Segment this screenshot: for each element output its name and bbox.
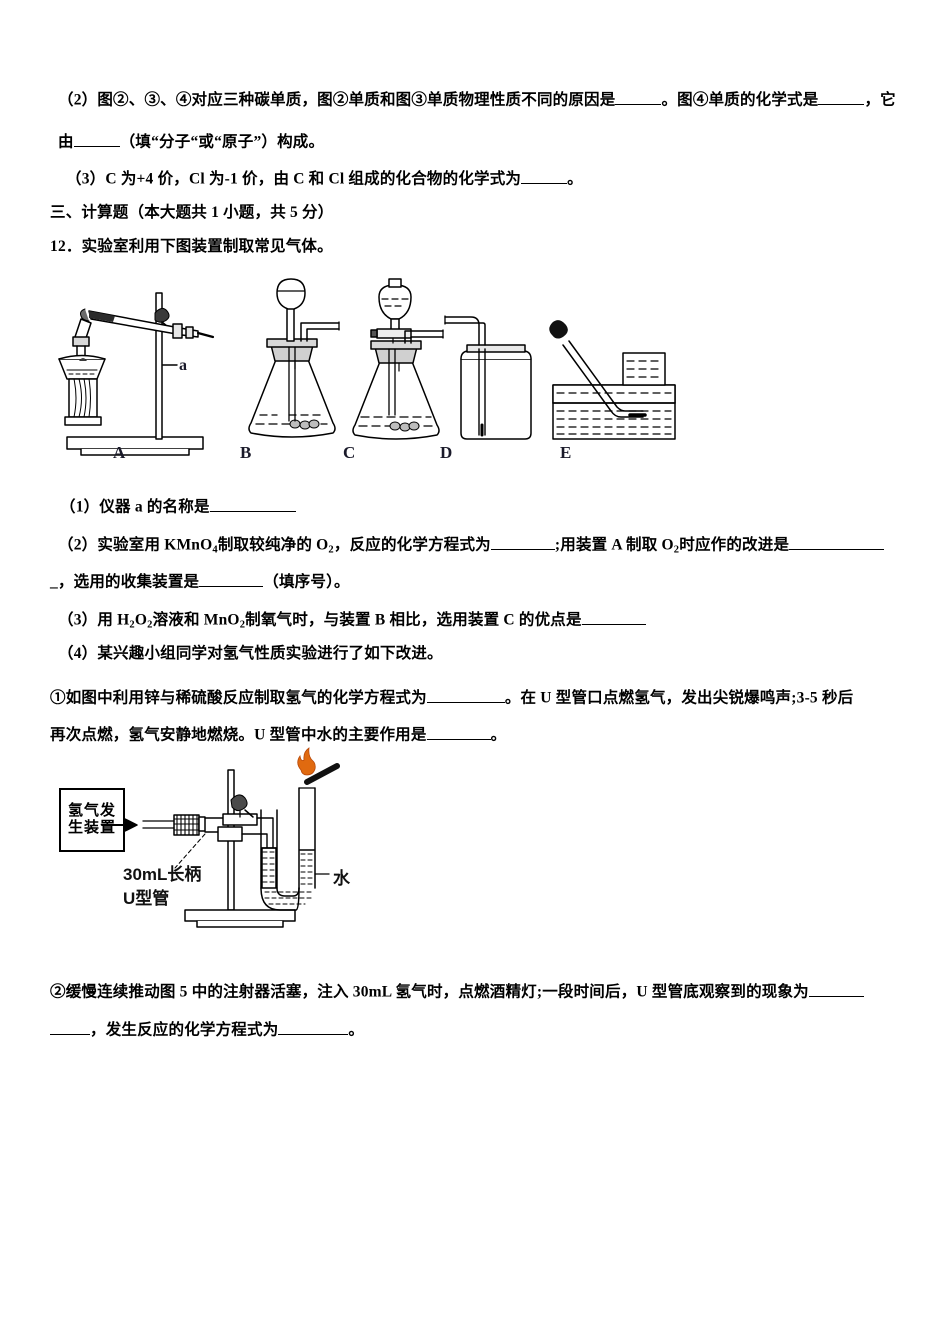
hydrogen-experiment-svg [101, 747, 340, 928]
q2-line2-pre: 由 [58, 133, 74, 151]
u-tube-label-line-1: 30mL长柄 [123, 865, 202, 884]
answer-blank[interactable] [73, 130, 120, 147]
question-3-line: （3）C 为+4 价，Cl 为-1 价，由 C 和 Cl 组成的化合物的化学式为… [66, 167, 583, 189]
section-heading: 三、计算题（本大题共 1 小题，共 5 分） [50, 204, 334, 221]
item2-line2-b: 。 [348, 1021, 365, 1039]
answer-blank[interactable] [615, 88, 662, 105]
hydrogen-generator-box: 氢气发生装置 [59, 788, 125, 852]
apparatus-d [444, 315, 532, 440]
p2-c: ，反应的化学方程式为 [333, 536, 491, 554]
pointer-label-a: a [179, 357, 187, 374]
p3-c: 溶液和 MnO [152, 611, 240, 629]
flame-icon [297, 747, 316, 776]
apparatus-label-b: B [240, 443, 252, 462]
item1-line2-b: 。 [490, 726, 507, 744]
answer-blank[interactable] [818, 88, 865, 105]
apparatus-svg [58, 278, 676, 456]
p1-text: （1）仪器 a 的名称是 [60, 498, 210, 516]
apparatus-a [58, 292, 215, 456]
answer-blank[interactable] [426, 686, 505, 703]
answer-blank[interactable] [426, 723, 491, 740]
p3-a: （3）用 H [58, 611, 130, 629]
q3-text: （3）C 为+4 价，Cl 为-1 价，由 C 和 Cl 组成的化合物的化学式为 [66, 170, 522, 188]
item1-a: ①如图中利用锌与稀硫酸反应制取氢气的化学方程式为 [50, 689, 427, 707]
apparatus-label-d: D [440, 443, 453, 462]
apparatus-figure: A B C D E a [55, 275, 676, 470]
apparatus-c [352, 278, 444, 440]
item-1-line-1: ①如图中利用锌与稀硫酸反应制取氢气的化学方程式为 。在 U 型管口点燃氢气，发出尖… [50, 686, 853, 708]
answer-blank[interactable] [199, 570, 264, 587]
p2-b-sub: 2 [328, 544, 334, 556]
question-2-line-2: 由 （填“分子“或“原子”）构成。 [58, 130, 324, 152]
q2-line2-post: （填“分子“或“原子”）构成。 [119, 133, 325, 151]
sub-question-2-line-2: _，选用的收集装置是 （填序号）。 [50, 570, 350, 592]
q2-text-a: （2）图②、③、④对应三种碳单质，图②单质和图③单质物理性质不同的原因是 [58, 91, 616, 109]
p2-a: （2）实验室用 KMnO [58, 536, 213, 554]
p2-a-sub: 4 [212, 544, 218, 556]
item1-b: 。在 U 型管口点燃氢气，发出尖锐爆鸣声;3-5 秒后 [504, 689, 854, 707]
apparatus-label-e: E [560, 443, 572, 462]
sub-question-3: （3）用 H2O2溶液和 MnO2制氧气时，与装置 B 相比，选用装置 C 的优… [58, 608, 646, 632]
p3-d: 制氧气时，与装置 B 相比，选用装置 C 的优点是 [245, 611, 582, 629]
hydrogen-experiment-figure: 氢气发生装置 30mL长柄 U型管 水 [55, 747, 395, 935]
answer-blank[interactable] [278, 1018, 349, 1035]
p2-b: 制取较纯净的 O [217, 536, 329, 554]
apparatus-b [248, 278, 340, 438]
sub-question-4: （4）某兴趣小组同学对氢气性质实验进行了如下改进。 [58, 645, 443, 662]
item2-a: ②缓慢连续推动图 5 中的注射器活塞，注入 30mL 氢气时，点燃酒精灯;一段时… [50, 983, 809, 1001]
q3-end: 。 [567, 170, 583, 188]
p2-line2-pre: _，选用的收集装置是 [50, 573, 200, 591]
u-tube-label-line-2: U型管 [123, 889, 170, 908]
p2-e: 时应作的改进是 [679, 536, 790, 554]
answer-blank[interactable] [581, 608, 646, 625]
p3-c-sub: 2 [239, 619, 246, 631]
item-1-line-2: 再次点燃，氢气安静地燃烧。U 型管中水的主要作用是 。 [50, 723, 506, 745]
answer-blank[interactable] [490, 533, 555, 550]
item1-line2-a: 再次点燃，氢气安静地燃烧。U 型管中水的主要作用是 [50, 726, 427, 744]
answer-blank[interactable] [50, 1018, 90, 1035]
q2-text-b: 。图④单质的化学式是 [661, 91, 819, 109]
item-2-line-1: ②缓慢连续推动图 5 中的注射器活塞，注入 30mL 氢气时，点燃酒精灯;一段时… [50, 980, 864, 1002]
apparatus-e [549, 320, 676, 440]
question-2-line-1: （2）图②、③、④对应三种碳单质，图②单质和图③单质物理性质不同的原因是 。图④单… [58, 88, 896, 110]
p3-b: O [134, 611, 148, 629]
p3-b-sub: 2 [147, 619, 153, 631]
apparatus-label-a: A [113, 443, 126, 462]
p2-line2-post: （填序号）。 [263, 573, 350, 591]
answer-blank[interactable] [808, 980, 864, 997]
apparatus-label-c: C [343, 443, 356, 462]
sub-question-2-line-1: （2）实验室用 KMnO4制取较纯净的 O2，反应的化学方程式为;用装置 A 制… [58, 533, 885, 557]
answer-blank[interactable] [209, 495, 296, 512]
water-label: 水 [333, 869, 350, 888]
question-12-stem: 12．实验室利用下图装置制取常见气体。 [50, 238, 333, 255]
answer-blank[interactable] [789, 533, 885, 550]
p2-d: ;用装置 A 制取 O [554, 536, 674, 554]
answer-blank[interactable] [521, 167, 568, 184]
item2-line2-a: ，发生反应的化学方程式为 [90, 1021, 279, 1039]
sub-question-1: （1）仪器 a 的名称是 [60, 495, 296, 517]
p2-d-sub: 2 [673, 544, 680, 556]
p3-a-sub: 2 [129, 619, 135, 631]
q2-text-c: ，它 [864, 91, 896, 109]
item-2-line-2: ，发生反应的化学方程式为 。 [50, 1018, 364, 1040]
hydrogen-generator-label: 氢气发生装置 [67, 802, 116, 836]
